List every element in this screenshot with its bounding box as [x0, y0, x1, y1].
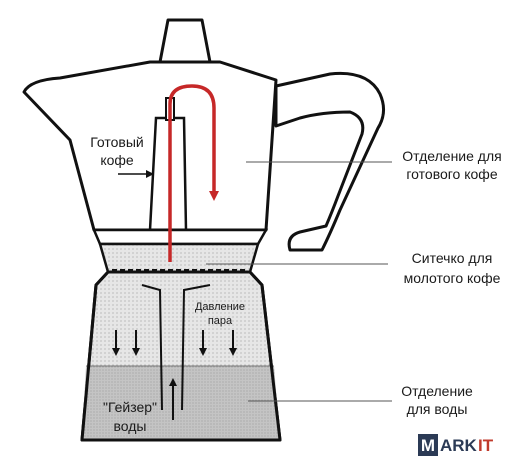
filter-basket-rim — [98, 242, 260, 274]
label-water-chamber-2: для воды — [407, 401, 468, 417]
upper-chamber — [22, 60, 278, 232]
label-steam-pressure-1: Давление — [195, 301, 245, 313]
label-ready-coffee-1: Готовый — [90, 134, 143, 150]
label-steam-pressure-2: пара — [208, 315, 233, 327]
funnel-tube — [141, 284, 211, 411]
svg-text:IT: IT — [478, 436, 494, 455]
label-chamber-ready-2: готового кофе — [406, 166, 497, 182]
lower-chamber-outline — [80, 270, 282, 442]
svg-text:M: M — [421, 436, 435, 455]
label-filter-2: молотого кофе — [404, 270, 501, 286]
collar — [92, 228, 269, 246]
markit-logo: M ARK IT — [418, 434, 494, 456]
label-filter-1: Ситечко для — [412, 250, 493, 266]
label-geyser-1: "Гейзер" — [103, 399, 157, 415]
label-geyser-2: воды — [114, 418, 147, 434]
water-level — [82, 366, 280, 440]
coffee-flow-arrow — [168, 84, 219, 262]
lid-knob — [158, 18, 212, 64]
label-ready-coffee-2: кофе — [100, 152, 134, 168]
pressure-arrows — [112, 330, 237, 356]
label-chamber-ready-1: Отделение для — [402, 148, 501, 164]
svg-text:ARK: ARK — [440, 436, 478, 455]
label-water-chamber-1: Отделение — [401, 383, 473, 399]
